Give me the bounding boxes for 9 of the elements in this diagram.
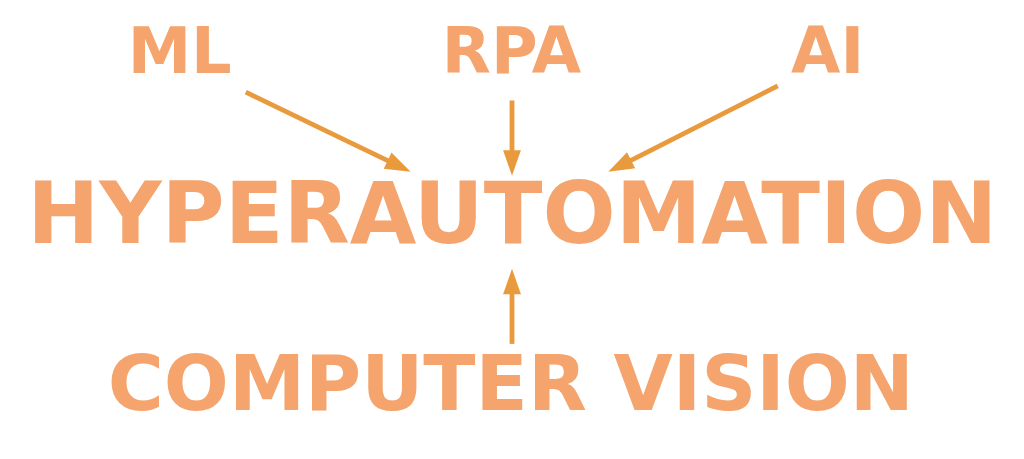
arrow xyxy=(503,100,521,176)
node-text: HYPERAUTOMATION xyxy=(27,162,998,263)
node-text: AI xyxy=(791,14,865,89)
arrow xyxy=(244,89,411,172)
node-text: ML xyxy=(127,14,232,89)
arrow xyxy=(608,83,779,172)
node-text: RPA xyxy=(441,14,582,89)
arrow xyxy=(503,268,521,344)
node-text: COMPUTER VISION xyxy=(107,339,914,429)
